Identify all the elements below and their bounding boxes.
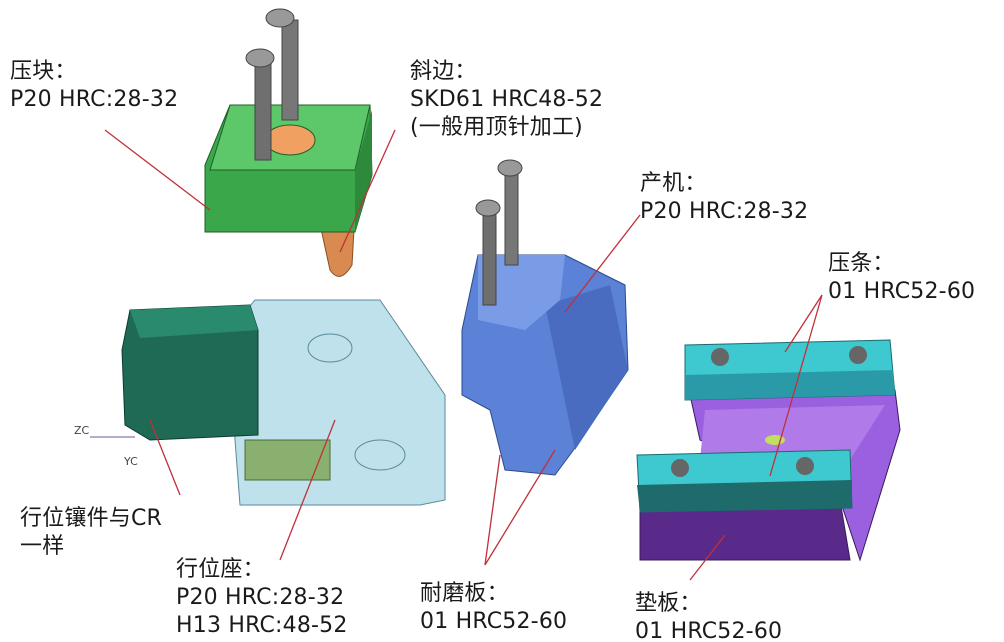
label-title: 耐磨板： xyxy=(420,581,509,606)
label-title: 行位座： xyxy=(176,557,265,582)
label-title: 压块： xyxy=(10,59,77,84)
press-strip-label: 压条： 01 HRC52-60 xyxy=(828,250,975,306)
backing-plate xyxy=(639,389,901,562)
axis-label-y: YC xyxy=(124,455,138,468)
leader-lines xyxy=(104,129,823,581)
machine-label: 产机： P20 HRC:28-32 xyxy=(640,170,808,226)
label-spec: SKD61 HRC48-52 xyxy=(410,87,604,112)
label-title: 斜边： xyxy=(410,59,477,84)
label-spec: 01 HRC52-60 xyxy=(420,609,568,634)
slide-seat xyxy=(229,299,446,506)
label-spec: P20 HRC:28-32 xyxy=(640,199,809,224)
label-spec: 01 HRC52-60 xyxy=(828,279,976,304)
press-block xyxy=(204,104,373,233)
axis-label-z: ZC xyxy=(74,424,90,437)
label-spec: 01 HRC52-60 xyxy=(635,619,783,642)
slide-insert xyxy=(121,304,259,441)
label-title: 压条： xyxy=(828,251,895,276)
wear-plate-label: 耐磨板： 01 HRC52-60 xyxy=(420,580,567,636)
press-block-label: 压块： P20 HRC:28-32 xyxy=(10,58,178,114)
label-line: 行位镶件与CR xyxy=(20,506,163,531)
label-note: (一般用顶针加工) xyxy=(410,115,583,140)
screw xyxy=(475,159,523,306)
slide-insert-label: 行位镶件与CR 一样 xyxy=(20,505,162,561)
label-title: 产机： xyxy=(640,171,707,196)
wedge-label: 斜边： SKD61 HRC48-52 (一般用顶针加工) xyxy=(410,58,603,142)
backing-plate-label: 垫板： 01 HRC52-60 xyxy=(635,590,782,642)
screw xyxy=(245,8,299,161)
press-strip xyxy=(636,339,896,513)
label-line: 一样 xyxy=(20,534,65,559)
slide-seat-label: 行位座： P20 HRC:28-32 H13 HRC:48-52 xyxy=(176,556,348,640)
label-spec: P20 HRC:28-32 xyxy=(10,87,179,112)
label-title: 垫板： xyxy=(635,591,702,616)
core-block xyxy=(461,254,629,476)
label-spec: H13 HRC:48-52 xyxy=(176,613,348,638)
label-spec: P20 HRC:28-32 xyxy=(176,585,345,610)
